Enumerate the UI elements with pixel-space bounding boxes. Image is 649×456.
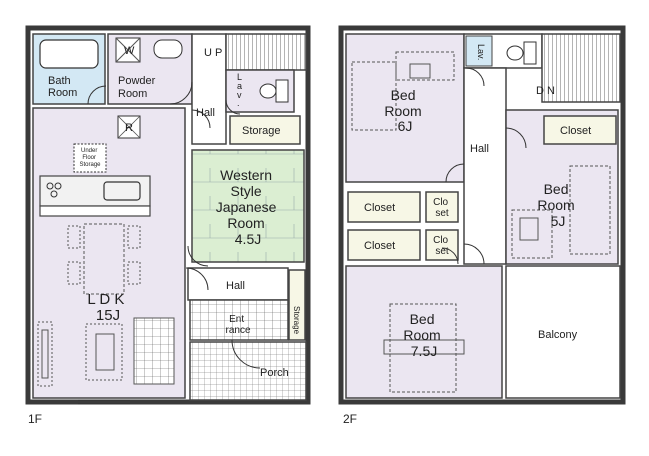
kitchen-counter [39, 175, 151, 207]
wc-mark-label: W [124, 45, 135, 57]
bed-room-7-5j [345, 265, 503, 399]
bath-room-label: Bath Room [48, 75, 77, 99]
closet-b [347, 229, 421, 261]
door-arcs-1f [87, 81, 261, 369]
closet-a [347, 191, 421, 223]
kitchen-island [39, 205, 151, 217]
underfloor-label: Under Floor Storage [79, 148, 101, 168]
storage-vertical-1f [288, 269, 306, 341]
porch-label: Porch [260, 367, 289, 379]
bed-furniture-icons [351, 51, 611, 393]
toilet-icon [259, 79, 289, 103]
western-room-label: Western Style Japanese Room 4.5J [216, 167, 281, 247]
hall-2f [463, 67, 507, 265]
storage-1f [229, 115, 301, 145]
storage-1f-label: Storage [242, 125, 281, 137]
closet-small-a-label: Clo set [433, 197, 451, 219]
window-marks-1f [78, 399, 130, 405]
door-arcs-2f [441, 67, 527, 265]
sink-icon [103, 181, 141, 201]
closet-small-a [425, 191, 459, 223]
bed-7-5j-label: Bed Room 7.5J [403, 311, 444, 359]
closet-right-overlay [543, 115, 617, 145]
lav-2f-inner [465, 35, 493, 67]
powder-sink-icon [153, 39, 183, 59]
hall-top-label: Hall [196, 107, 215, 119]
closet-small-b-label: Clo set [433, 235, 451, 257]
hall-mid-label: Hall [226, 280, 245, 292]
entrance-label: Ent rance [225, 314, 250, 336]
stairs-1f [225, 33, 307, 71]
entrance-1f [189, 299, 289, 341]
underfloor-storage-box [73, 143, 107, 173]
dn-label: D N [536, 85, 555, 97]
hall-2f-label: Hall [470, 143, 489, 155]
balcony [505, 265, 621, 399]
second-floor-plan: Bed Room 6J Lav. D N Hall Closet Bed Roo… [338, 25, 626, 405]
storage-vertical-label: Storage [292, 306, 301, 335]
bathtub-icon [39, 39, 99, 69]
western-japanese-room [191, 149, 305, 263]
closet-right-label: Closet [560, 125, 591, 137]
up-label: U P [204, 47, 222, 59]
lav-2f-label: Lav. [476, 44, 486, 60]
powder-room-label: Powder Room [118, 75, 158, 100]
dining-table-icon [67, 223, 141, 295]
toilet-2f-icon [506, 41, 537, 65]
living-furniture-icon [37, 317, 175, 387]
stairs-2f [541, 33, 621, 103]
closet-small-b [425, 229, 459, 261]
r-mark-label: R [125, 122, 133, 134]
floor-label-1f: 1F [28, 412, 43, 426]
floor-label-2f: 2F [343, 412, 358, 426]
washer-icon [115, 37, 141, 63]
closet-b-label: Closet [364, 240, 395, 252]
closet-a-label: Closet [364, 202, 395, 214]
lav-1f-label: L a v . [237, 72, 245, 108]
bed-5j-label: Bed Room 5J [537, 181, 578, 229]
balcony-label: Balcony [538, 329, 578, 341]
ldk-label: L D K 15J [87, 291, 128, 324]
first-floor-plan: Bath Room W Powder Room U P Hall L a v .… [25, 25, 311, 405]
porch-1f [189, 341, 307, 401]
bed-6j-label: Bed Room 6J [384, 87, 425, 134]
stove-icon [46, 182, 62, 198]
